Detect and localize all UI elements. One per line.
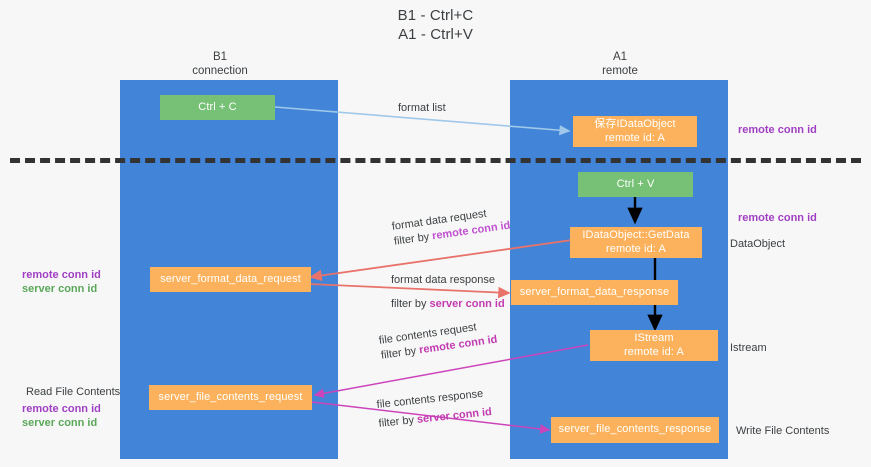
edge-filter-key-2: server conn id — [429, 298, 505, 310]
lane-header-b1: B1 connection — [140, 50, 300, 78]
page-title-line-1: B1 - Ctrl+C — [397, 7, 474, 24]
edge-label-file-contents-response-group: file contents response filter by server … — [376, 386, 493, 432]
side-label-server-conn-id-left-mid: server conn id — [22, 283, 98, 295]
node-idataobject-getdata-line2: remote id: A — [606, 242, 666, 255]
node-ctrl-c-line1: Ctrl + C — [198, 100, 237, 113]
edge-filter-prefix-3: filter by — [380, 344, 421, 362]
node-server-format-data-response-label: server_format_data_response — [519, 285, 670, 298]
side-label-remote-conn-id-top: remote conn id — [738, 124, 817, 136]
edge-filter-format-data-response: filter by server conn id — [391, 297, 505, 312]
node-server-format-data-response[interactable]: server_format_data_response — [511, 280, 678, 305]
node-istream-line2: remote id: A — [624, 345, 684, 358]
edge-label-format-data-response-group: format data response filter by server co… — [391, 273, 505, 312]
side-label-write-file-contents: Write File Contents — [736, 425, 830, 437]
lane-header-a1-title: A1 — [612, 51, 628, 63]
edge-filter-prefix-2: filter by — [391, 298, 430, 310]
page-title-line-2: A1 - Ctrl+V — [398, 26, 473, 43]
lane-header-a1-subtitle: remote — [602, 65, 638, 77]
page-title: B1 - Ctrl+C A1 - Ctrl+V — [0, 6, 871, 44]
node-server-file-contents-request[interactable]: server_file_contents_request — [149, 385, 312, 410]
edge-label-format-data-response: format data response — [391, 274, 495, 286]
node-server-file-contents-response[interactable]: server_file_contents_response — [551, 417, 719, 443]
side-label-remote-conn-id-left-bottom: remote conn id — [22, 403, 101, 415]
lane-header-b1-title: B1 — [212, 51, 228, 63]
node-server-file-contents-response-label: server_file_contents_response — [558, 423, 712, 436]
node-idataobject-getdata[interactable]: IDataObject::GetData remote id: A — [570, 227, 702, 258]
edge-filter-prefix-4: filter by — [378, 413, 418, 430]
node-ctrl-c[interactable]: Ctrl + C — [160, 95, 275, 120]
edge-filter-prefix-1: filter by — [393, 230, 434, 248]
side-label-remote-conn-id-left-mid: remote conn id — [22, 269, 101, 281]
side-label-remote-conn-id-getdata: remote conn id — [738, 212, 817, 224]
side-label-dataobject: DataObject — [730, 238, 786, 250]
edge-label-format-list: format list — [398, 102, 446, 114]
lane-header-b1-subtitle: connection — [192, 65, 248, 77]
node-istream[interactable]: IStream remote id: A — [590, 330, 718, 361]
node-ctrl-v-line1: Ctrl + V — [616, 177, 655, 190]
edge-filter-key-4: server conn id — [416, 406, 493, 426]
node-server-file-contents-request-label: server_file_contents_request — [158, 390, 303, 403]
node-save-idataobject[interactable]: 保存IDataObject remote id: A — [573, 116, 697, 147]
node-istream-line1: IStream — [634, 332, 674, 344]
side-label-read-file-contents: Read File Contents — [26, 386, 121, 398]
node-server-format-data-request-label: server_format_data_request — [160, 272, 301, 285]
node-ctrl-v[interactable]: Ctrl + V — [578, 172, 693, 197]
node-idataobject-getdata-line1: IDataObject::GetData — [582, 229, 690, 241]
node-save-idataobject-line1: 保存IDataObject — [594, 118, 676, 130]
edge-label-format-data-request-group: format data request filter by remote con… — [391, 204, 511, 250]
side-label-istream: Istream — [730, 342, 767, 354]
phase-divider — [10, 158, 861, 163]
side-label-server-conn-id-left-bottom: server conn id — [22, 417, 98, 429]
node-server-format-data-request[interactable]: server_format_data_request — [150, 267, 311, 292]
node-save-idataobject-line2: remote id: A — [605, 131, 665, 144]
edge-label-file-contents-request-group: file contents request filter by remote c… — [378, 318, 498, 364]
lane-header-a1: A1 remote — [540, 50, 700, 78]
